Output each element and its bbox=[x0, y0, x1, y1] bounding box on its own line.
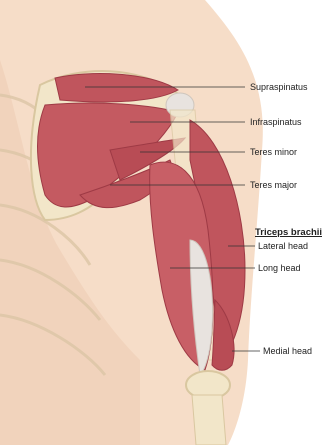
label-infraspinatus: Infraspinatus bbox=[250, 117, 302, 127]
label-medial-head: Medial head bbox=[263, 346, 312, 356]
label-triceps-brachii-heading: Triceps brachii bbox=[255, 228, 322, 238]
label-supraspinatus: Supraspinatus bbox=[250, 82, 308, 92]
label-lateral-head: Lateral head bbox=[258, 241, 308, 251]
forearm-bones bbox=[192, 395, 226, 445]
label-long-head: Long head bbox=[258, 263, 301, 273]
label-teres-major: Teres major bbox=[250, 180, 297, 190]
label-teres-minor: Teres minor bbox=[250, 147, 297, 157]
